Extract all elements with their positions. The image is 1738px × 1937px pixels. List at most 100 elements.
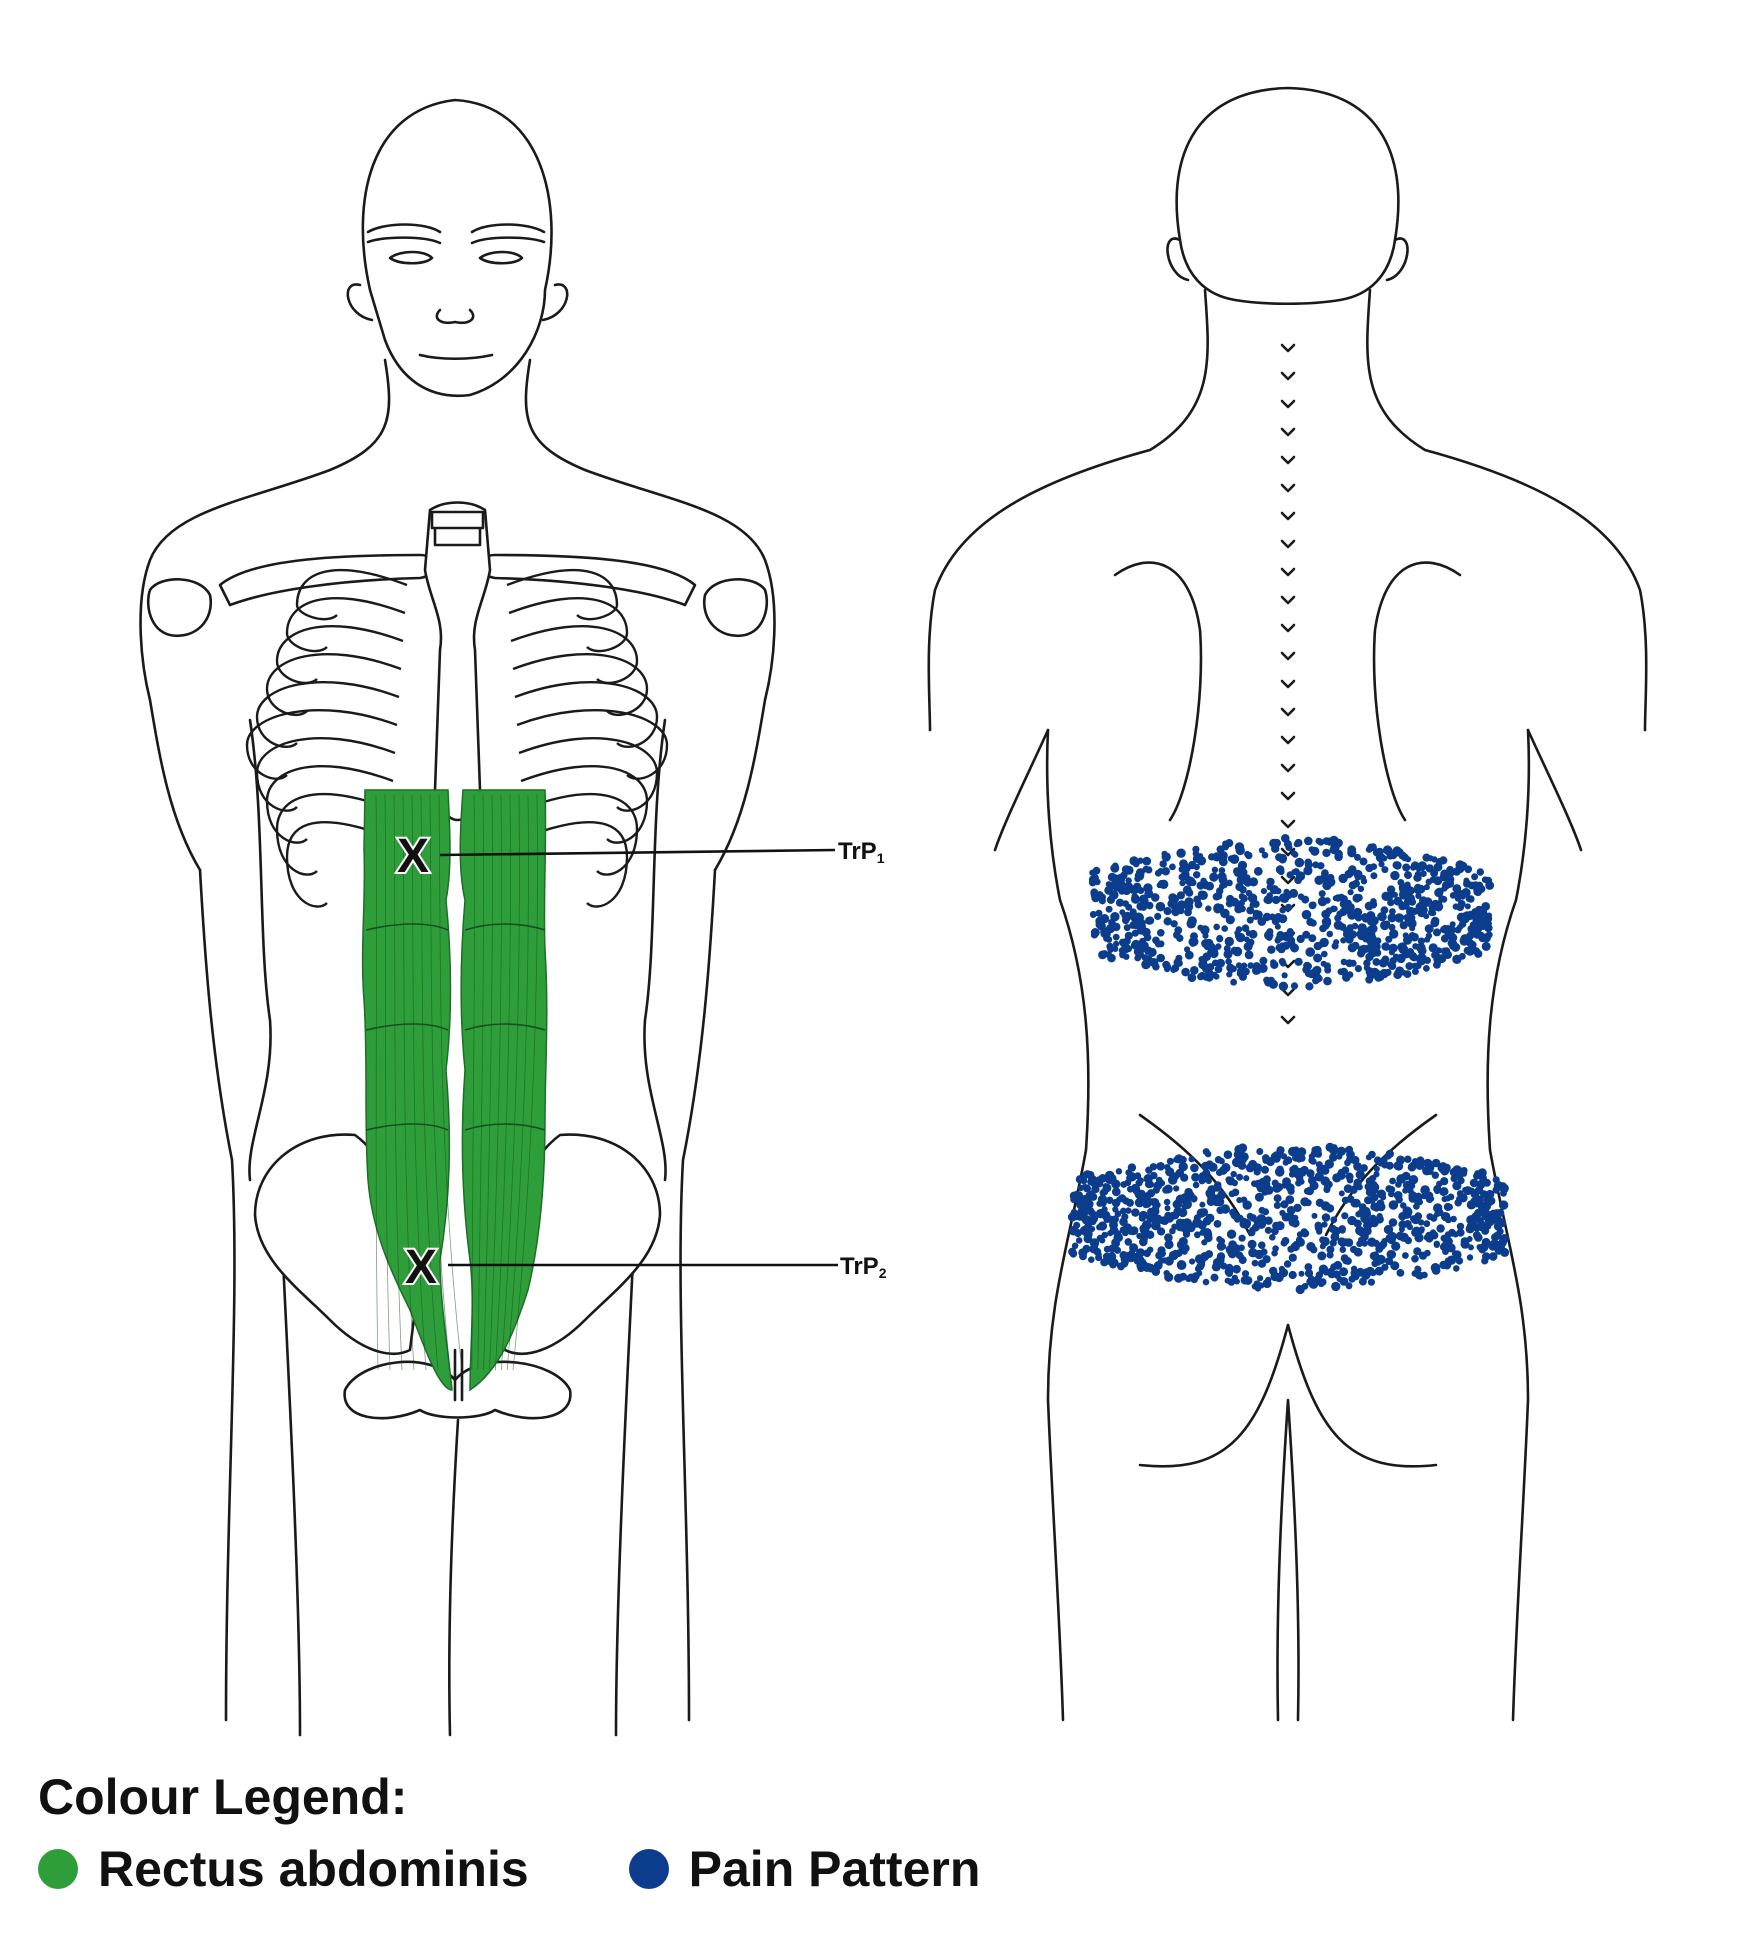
pain-dot (1331, 1281, 1341, 1292)
pain-dot (1290, 982, 1299, 990)
pain-dot (1304, 1263, 1313, 1271)
pain-dot (1102, 1183, 1112, 1193)
pain-dot (1283, 1260, 1292, 1268)
rib (512, 652, 649, 716)
pain-dot (1143, 928, 1150, 935)
pain-dot (1353, 1219, 1362, 1228)
pain-dot (1218, 883, 1226, 890)
rib (516, 708, 669, 780)
pelvis (253, 1133, 662, 1420)
pain-dot (1252, 913, 1260, 920)
pain-dot (1182, 1230, 1191, 1238)
pain-dot (1430, 1214, 1438, 1222)
pain-dot (1322, 848, 1331, 858)
pain-dot (1353, 1162, 1362, 1171)
pain-dot (1225, 915, 1235, 925)
pain-dot (1237, 1161, 1247, 1170)
pain-dot (1188, 1155, 1195, 1163)
pain-dot (1406, 886, 1415, 895)
pain-dot (1157, 929, 1165, 937)
pain-dot (1169, 863, 1176, 871)
pain-dot (1107, 946, 1114, 953)
pain-dot (1424, 924, 1434, 934)
pain-dot (1218, 858, 1226, 866)
pain-dot (1172, 1200, 1181, 1209)
pain-dot (1360, 1164, 1368, 1172)
pain-dot (1387, 1231, 1397, 1242)
pain-dot (1218, 1157, 1225, 1165)
pain-dot (1493, 1240, 1500, 1247)
pain-dot (1400, 1202, 1407, 1209)
pain-dot (1239, 886, 1247, 894)
pain-dot (1441, 1178, 1449, 1185)
pain-dot (1347, 889, 1354, 896)
pain-dot (1423, 956, 1431, 965)
pain-dot (1117, 1262, 1125, 1271)
pain-dot (1163, 1198, 1171, 1206)
pain-dot (1122, 914, 1131, 923)
pain-dot (1213, 1183, 1222, 1192)
back-body-figure (927, 86, 1648, 1722)
pain-dot (1292, 851, 1299, 858)
pain-dot (1081, 1183, 1088, 1191)
pain-dot (1142, 856, 1152, 866)
pain-dot (1144, 1180, 1153, 1189)
pain-dot (1270, 1152, 1279, 1161)
pain-dot (1457, 924, 1464, 931)
pain-dot (1081, 1215, 1089, 1223)
pain-dot (1192, 1181, 1200, 1189)
rib-cage (146, 501, 769, 908)
pain-dot (1439, 1187, 1448, 1196)
pain-dot (1328, 1224, 1338, 1234)
pain-dot (1308, 846, 1315, 853)
pain-dot (1346, 1283, 1353, 1290)
pain-dot (1314, 1172, 1325, 1182)
pain-dot (1280, 982, 1288, 990)
pain-dot (1261, 851, 1269, 859)
pain-dot (1275, 1221, 1285, 1231)
pain-dot (1150, 893, 1160, 902)
pain-dot (1168, 1211, 1177, 1220)
pain-dot (1332, 1173, 1342, 1183)
pain-dot (1082, 1244, 1091, 1253)
pain-dot (1288, 1253, 1297, 1262)
pain-dot (1373, 1171, 1380, 1178)
pain-dot (1259, 956, 1268, 965)
pain-dot (1388, 949, 1395, 956)
pain-dot (1324, 1159, 1335, 1169)
pain-dot (1166, 1157, 1174, 1165)
pain-dot (1236, 1173, 1244, 1181)
vertebra-mark (1280, 819, 1296, 829)
vertebra-mark (1280, 763, 1296, 773)
pain-dot (1383, 944, 1391, 951)
pain-dot (1415, 902, 1424, 911)
pain-dot (1273, 1194, 1282, 1203)
pain-dot (1230, 1211, 1239, 1220)
pain-dot (1157, 1246, 1166, 1255)
pain-dot (1265, 1217, 1273, 1224)
pain-dot (1079, 1252, 1087, 1261)
rib (265, 765, 394, 844)
pain-dot (1377, 912, 1387, 922)
pain-dot (1238, 1253, 1245, 1261)
pain-dot (1428, 1195, 1435, 1202)
pain-dot (1179, 1155, 1187, 1164)
pain-dot (1324, 1183, 1331, 1191)
pain-dot (1461, 1170, 1467, 1177)
pain-dot (1232, 946, 1243, 957)
pain-dot (1123, 924, 1131, 932)
pain-dot (1440, 869, 1450, 879)
pain-dot (1200, 1252, 1210, 1261)
muscle-fiber (411, 794, 427, 1371)
pain-dot (1245, 1163, 1255, 1173)
pain-dot (1258, 847, 1265, 854)
pain-dot (1152, 962, 1160, 971)
pain-dot (1241, 924, 1250, 932)
pain-dot (1417, 953, 1425, 960)
pain-dot (1281, 972, 1288, 979)
pain-dot (1398, 1212, 1407, 1221)
pain-dot (1240, 1196, 1248, 1204)
buttocks (1138, 1323, 1438, 1468)
pain-dot (1192, 845, 1200, 853)
vertebra-mark (1280, 567, 1296, 577)
